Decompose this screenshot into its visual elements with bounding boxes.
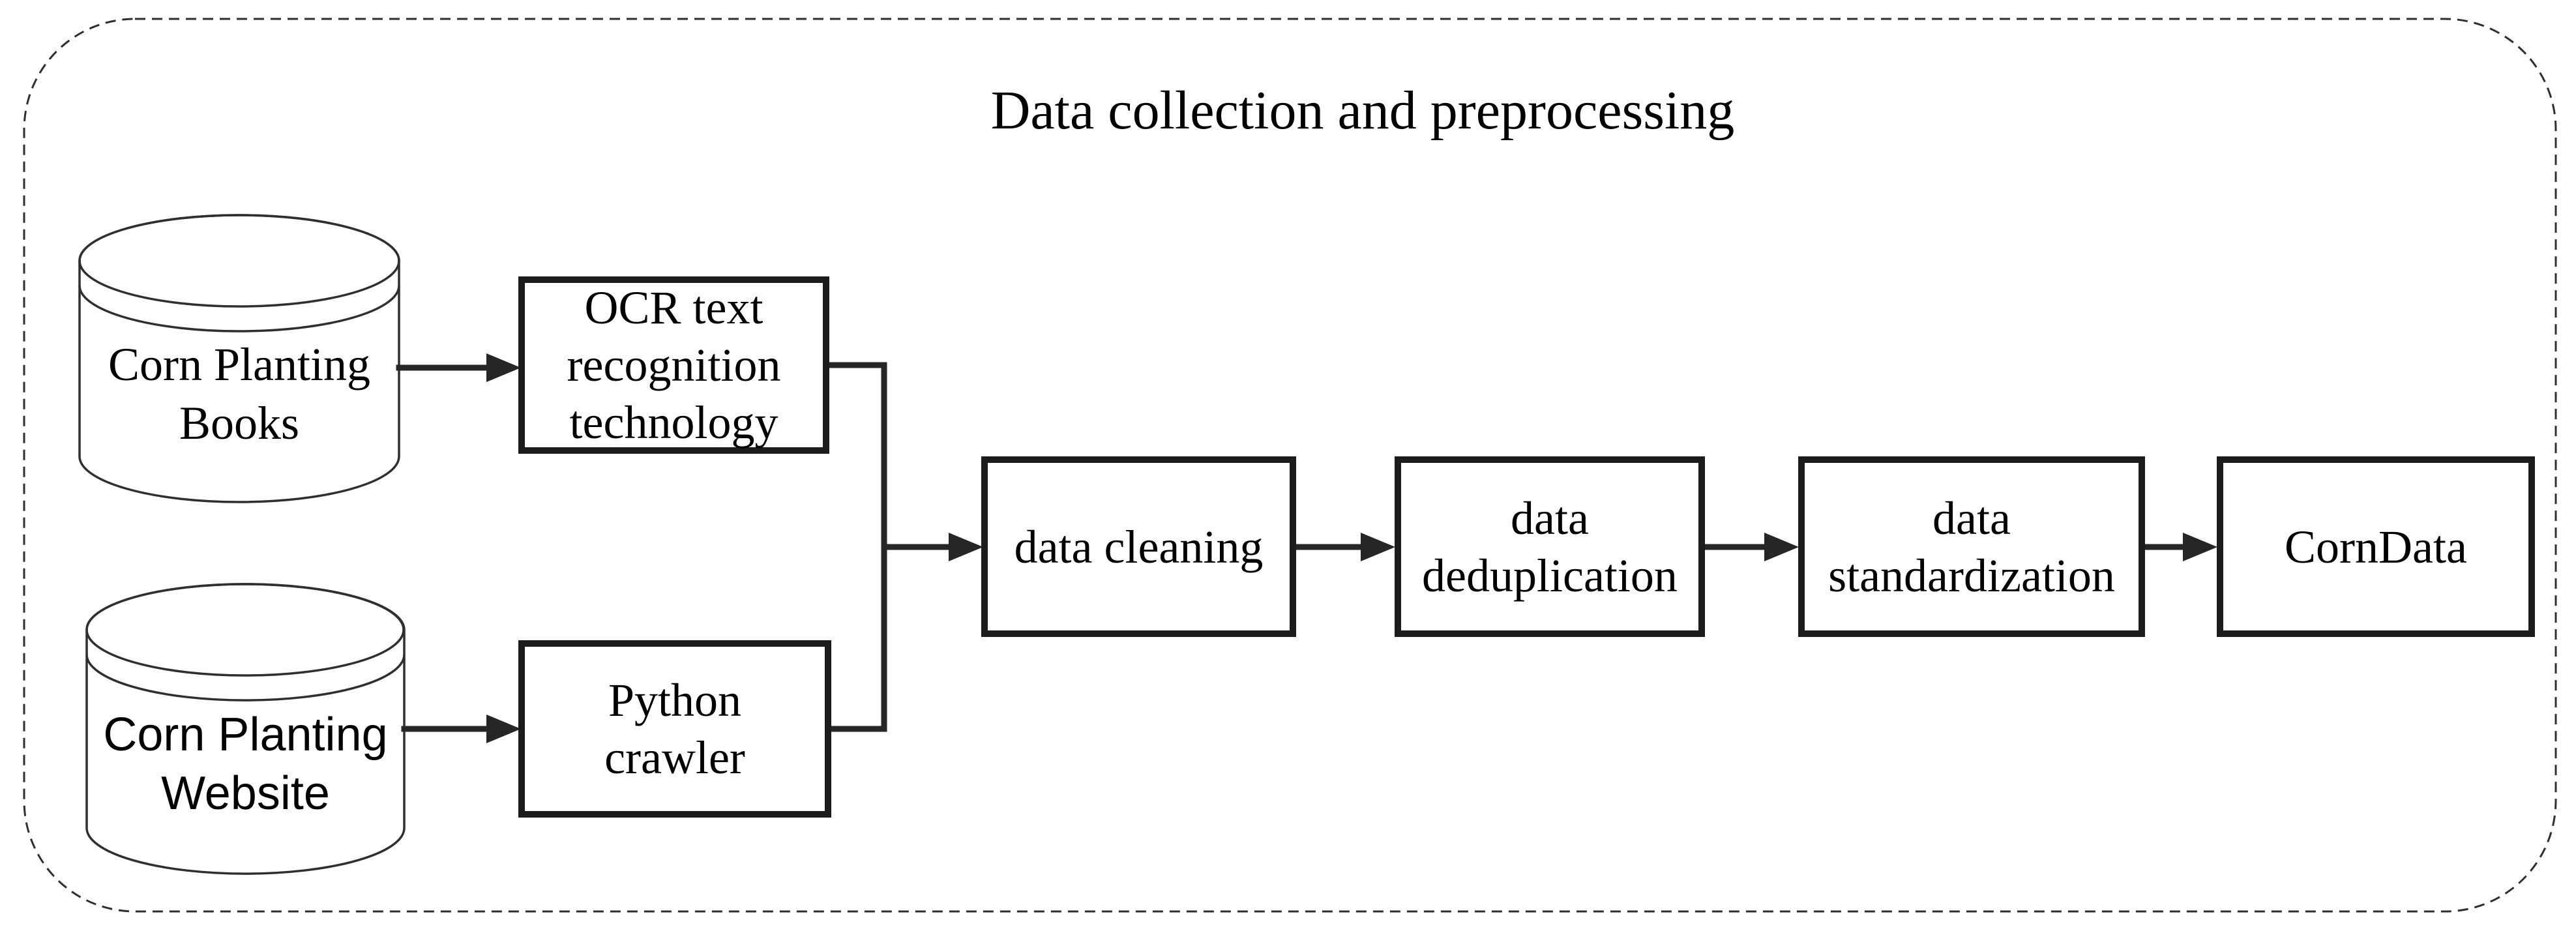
node-corn-planting-website-label: Corn Planting Website	[103, 709, 388, 820]
arrowhead-icon	[1361, 533, 1395, 561]
arrow-standardization-to-corndata	[2142, 533, 2217, 561]
arrow-deduplication-to-standardization	[1702, 533, 1799, 561]
node-corn-planting-books-label: Corn Planting Books	[108, 338, 370, 449]
cylinder-top-ellipse	[85, 583, 405, 677]
cylinder-rim-arc	[85, 654, 406, 702]
arrowhead-icon	[486, 715, 521, 743]
node-corndata: CornData	[2217, 456, 2535, 637]
node-python-crawler: Python crawler	[518, 640, 831, 818]
cylinder-rim-arc	[78, 285, 400, 332]
arrow-website-to-crawler	[401, 715, 521, 743]
arrow-junction-to-data-cleaning	[881, 533, 983, 561]
node-data-standardization: data standardization	[1798, 456, 2145, 637]
corn-planting-books-cylinder	[78, 214, 400, 503]
diagram-title: Data collection and preprocessing	[990, 80, 1735, 141]
corn-planting-website-cylinder	[85, 583, 406, 875]
arrow-books-to-ocr	[396, 353, 521, 382]
arrowhead-icon	[2183, 533, 2217, 561]
arrowhead-icon	[486, 353, 521, 382]
dashed-boundary-border	[23, 18, 2557, 913]
cylinder-top-ellipse	[78, 214, 400, 308]
node-ocr-text-recognition: OCR text recognition technology	[518, 276, 829, 454]
arrowhead-icon	[949, 533, 983, 561]
node-data-deduplication: data deduplication	[1395, 456, 1705, 637]
node-data-cleaning: data cleaning	[981, 456, 1296, 637]
arrow-cleaning-to-deduplication	[1293, 533, 1395, 561]
arrowhead-icon	[1764, 533, 1799, 561]
